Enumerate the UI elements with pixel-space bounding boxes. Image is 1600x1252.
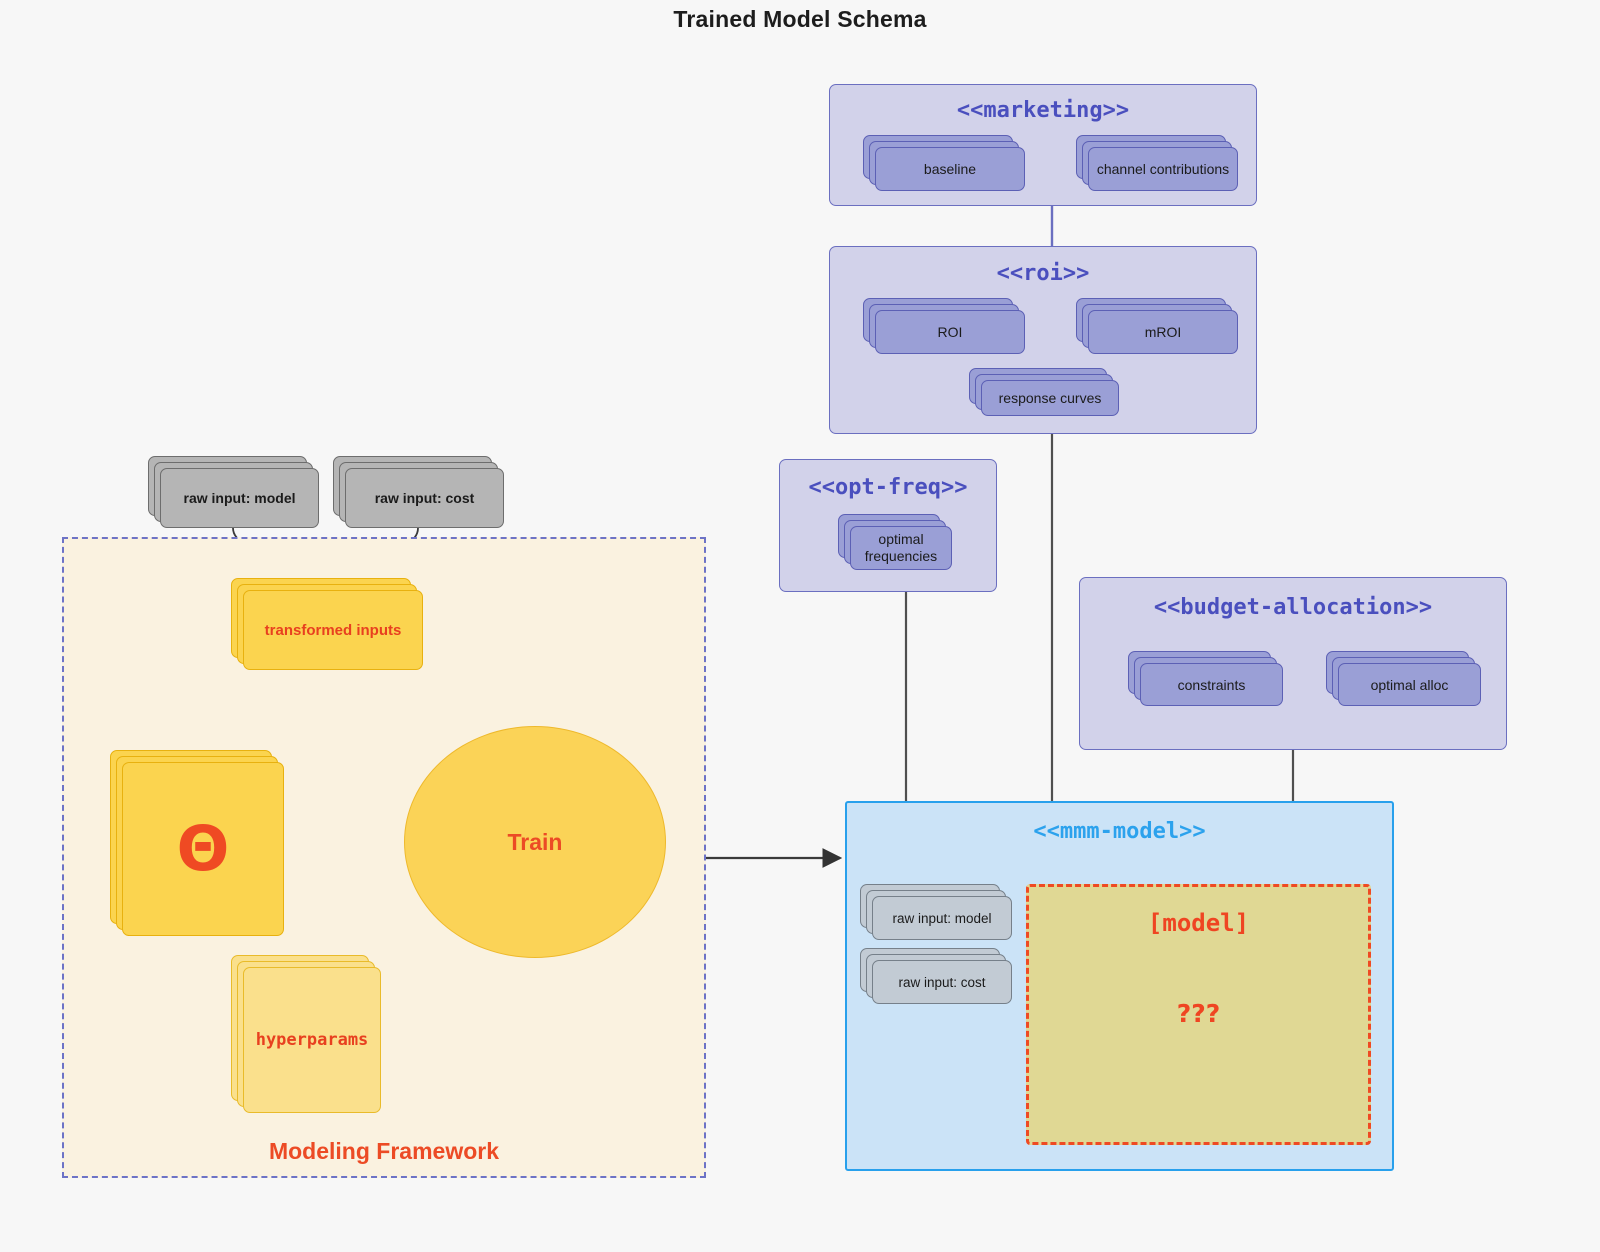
node-label: raw input: model (872, 896, 1012, 940)
node-label: transformed inputs (243, 590, 423, 670)
node-mmm-raw-input-model[interactable]: raw input: model (860, 884, 1012, 940)
node-raw-input-cost[interactable]: raw input: cost (333, 456, 504, 528)
node-label: optimal frequencies (850, 526, 952, 570)
node-label: channel contributions (1088, 147, 1238, 191)
node-label: raw input: cost (345, 468, 504, 528)
node-label: optimal alloc (1338, 663, 1481, 706)
node-label: hyperparams (243, 967, 381, 1113)
node-hyperparams[interactable]: hyperparams (231, 955, 381, 1113)
node-label: raw input: cost (872, 960, 1012, 1004)
package-budget-allocation-title: <<budget-allocation>> (1153, 595, 1433, 620)
node-transformed-inputs[interactable]: transformed inputs (231, 578, 423, 670)
model-placeholder-title: [model] (1147, 909, 1250, 937)
node-label: baseline (875, 147, 1025, 191)
model-placeholder-unknown: ??? (1176, 999, 1221, 1028)
node-label: response curves (981, 380, 1119, 416)
node-label: ROI (875, 310, 1025, 354)
node-mmm-raw-input-cost[interactable]: raw input: cost (860, 948, 1012, 1004)
model-placeholder-box[interactable]: [model] ??? (1026, 884, 1371, 1145)
node-roi[interactable]: ROI (863, 298, 1025, 354)
package-marketing[interactable]: <<marketing>> baseline channel contribut… (829, 84, 1257, 206)
node-label: constraints (1140, 663, 1283, 706)
theta-symbol: Θ (176, 812, 230, 885)
package-roi[interactable]: <<roi>> ROI mROI response curves (829, 246, 1257, 434)
node-constraints[interactable]: constraints (1128, 651, 1283, 706)
node-label-line1: optimal (878, 530, 924, 547)
node-label: mROI (1088, 310, 1238, 354)
package-mmm-model[interactable]: <<mmm-model>> raw input: model raw input… (845, 801, 1394, 1171)
package-opt-freq[interactable]: <<opt-freq>> optimal frequencies (779, 459, 997, 592)
train-label: Train (507, 828, 563, 855)
train-activity[interactable]: Train (404, 726, 666, 958)
package-roi-title: <<roi>> (996, 261, 1090, 286)
node-mroi[interactable]: mROI (1076, 298, 1238, 354)
node-channel-contributions[interactable]: channel contributions (1076, 135, 1238, 191)
node-label: Θ (122, 762, 284, 936)
node-optimal-alloc[interactable]: optimal alloc (1326, 651, 1481, 706)
node-theta[interactable]: Θ (110, 750, 284, 936)
package-mmm-model-title: <<mmm-model>> (1033, 819, 1206, 844)
node-raw-input-model[interactable]: raw input: model (148, 456, 319, 528)
package-marketing-title: <<marketing>> (956, 98, 1130, 123)
package-budget-allocation[interactable]: <<budget-allocation>> constraints optima… (1079, 577, 1507, 750)
node-baseline[interactable]: baseline (863, 135, 1025, 191)
package-opt-freq-title: <<opt-freq>> (808, 475, 968, 500)
modeling-framework-label: Modeling Framework (268, 1138, 500, 1164)
node-optimal-frequencies[interactable]: optimal frequencies (838, 514, 952, 570)
node-label: raw input: model (160, 468, 319, 528)
node-response-curves[interactable]: response curves (969, 368, 1119, 416)
page-title: Trained Model Schema (673, 6, 927, 32)
node-label-line2: frequencies (864, 548, 938, 564)
